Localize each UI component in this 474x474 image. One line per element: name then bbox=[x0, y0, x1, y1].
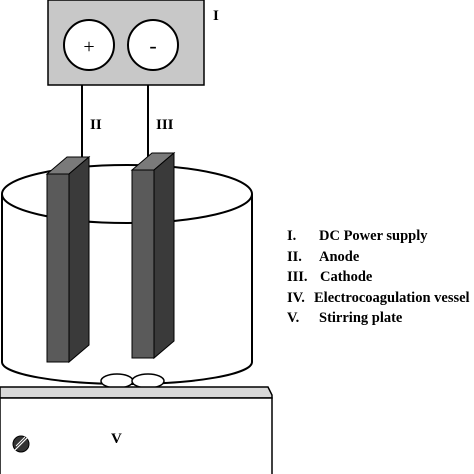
knob-icon bbox=[12, 435, 30, 453]
legend-item-cathode: III. Cathode bbox=[287, 267, 474, 288]
legend-item-anode: II. Anode bbox=[287, 247, 474, 268]
legend-text: Anode bbox=[319, 248, 360, 265]
legend-item-power-supply: I. DC Power supply bbox=[287, 226, 474, 247]
stirring-plate-top bbox=[0, 386, 273, 399]
positive-terminal-symbol: + bbox=[83, 36, 94, 58]
legend-number: V. bbox=[287, 310, 300, 327]
positive-terminal bbox=[63, 19, 115, 71]
stirring-plate-body bbox=[0, 397, 273, 474]
legend-text: Electrocoagulation vessel bbox=[314, 289, 470, 306]
negative-terminal-symbol: - bbox=[149, 33, 156, 58]
cathode-label: III bbox=[156, 117, 174, 133]
power-supply-label: I bbox=[213, 8, 219, 24]
stirring-plate-label: V bbox=[111, 431, 122, 447]
legend-number: III. bbox=[287, 269, 308, 286]
stir-bar-right bbox=[131, 373, 165, 389]
anode-electrode bbox=[46, 173, 70, 363]
legend-item-vessel: IV. Electrocoagulation vessel bbox=[287, 288, 474, 309]
stir-bar-left bbox=[100, 373, 134, 389]
legend-number: II. bbox=[287, 248, 302, 265]
legend-text: DC Power supply bbox=[319, 228, 428, 244]
legend-number: I. bbox=[287, 228, 297, 244]
legend: I. DC Power supply II. Anode III. Cathod… bbox=[287, 226, 474, 329]
anode-label: II bbox=[90, 117, 102, 133]
cathode-electrode-side bbox=[153, 151, 175, 360]
legend-text: Stirring plate bbox=[319, 310, 403, 327]
legend-item-stirring-plate: V. Stirring plate bbox=[287, 308, 474, 329]
negative-terminal bbox=[127, 19, 179, 71]
legend-text: Cathode bbox=[320, 269, 373, 286]
anode-electrode-side bbox=[68, 155, 90, 364]
cathode-electrode bbox=[131, 169, 155, 359]
legend-number: IV. bbox=[287, 289, 305, 306]
vessel-rim bbox=[1, 164, 253, 224]
